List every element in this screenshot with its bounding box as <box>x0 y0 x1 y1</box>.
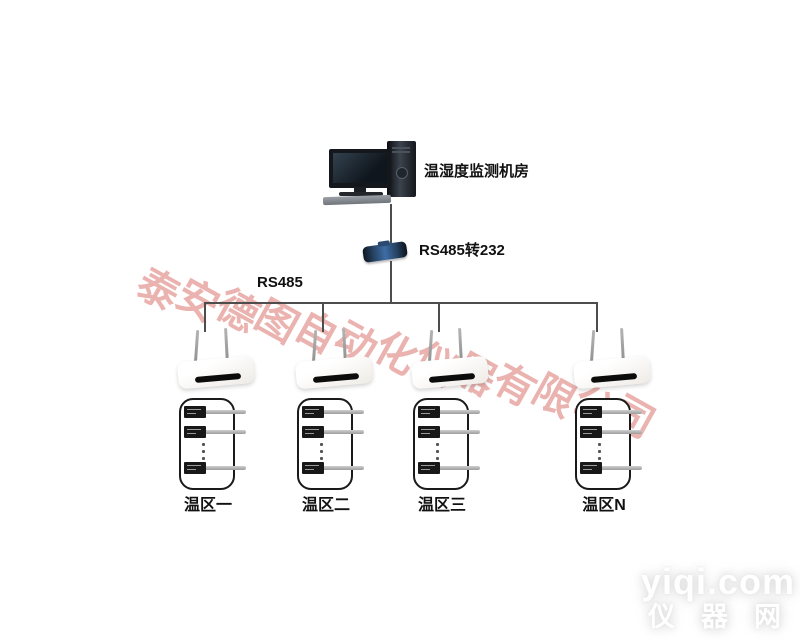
pc-base <box>339 192 383 196</box>
zone-label: 温区二 <box>301 497 350 514</box>
sensor-probe <box>602 410 642 414</box>
sensor-body <box>580 426 602 438</box>
monitoring-room-label: 温湿度监测机房 <box>424 163 530 180</box>
sensor-probe <box>440 466 480 470</box>
site-logo-en: yiqi.com <box>640 561 796 602</box>
zone-group-2: 温区二 <box>294 327 382 514</box>
sensor-probe <box>206 430 246 434</box>
sensor-body <box>302 462 324 474</box>
zone-group-n: 温区N <box>572 327 660 514</box>
sensor-probe <box>440 410 480 414</box>
router-illustration <box>572 355 652 390</box>
sensor-probe <box>440 430 480 434</box>
rs485-232-converter-illustration <box>362 241 408 263</box>
converter-to-bus-line <box>390 261 392 303</box>
zone-label: 温区一 <box>183 497 232 514</box>
sensor-probe <box>324 410 364 414</box>
pc-monitor <box>329 149 391 188</box>
bus-drop-line-1 <box>204 302 206 332</box>
sensor-body <box>184 462 206 474</box>
site-logo-cn: 仪器网 <box>648 602 800 632</box>
zone-group-3: 温区三 <box>410 327 498 514</box>
sensor-probe <box>206 466 246 470</box>
sensor-body <box>418 462 440 474</box>
pc-screen <box>333 153 387 183</box>
zone-group-1: 温区一 <box>176 327 264 514</box>
pc-tower <box>387 141 416 197</box>
sensor-body <box>184 426 206 438</box>
pc-vent <box>392 151 410 153</box>
sensor-body <box>302 426 324 438</box>
site-logo: yiqi.com 仪器网 <box>638 561 800 633</box>
bus-drop-line-4 <box>596 302 598 332</box>
router-illustration <box>410 355 490 390</box>
converter-label: RS485转232 <box>419 242 505 259</box>
sensor-body <box>580 462 602 474</box>
pc-stand <box>354 187 366 193</box>
sensor-body <box>418 426 440 438</box>
pc-vent <box>392 147 410 149</box>
sensor-body <box>580 406 602 418</box>
sensor-probe <box>324 466 364 470</box>
bus-label: RS485 <box>257 274 303 291</box>
zone-label: 温区三 <box>417 497 466 514</box>
sensor-probe <box>206 410 246 414</box>
rs485-bus-line <box>204 302 598 304</box>
zone-label: 温区N <box>582 497 626 514</box>
pc-keyboard <box>322 194 392 206</box>
sensor-probe <box>602 430 642 434</box>
router-illustration <box>176 355 256 390</box>
sensor-probe <box>324 430 364 434</box>
bus-drop-line-2 <box>322 302 324 332</box>
sensor-body <box>184 406 206 418</box>
pc-to-converter-line <box>390 204 392 244</box>
bus-drop-line-3 <box>438 302 440 332</box>
sensor-body <box>302 406 324 418</box>
pc-fan <box>396 167 408 179</box>
router-illustration <box>294 355 374 390</box>
sensor-probe <box>602 466 642 470</box>
sensor-body <box>418 406 440 418</box>
